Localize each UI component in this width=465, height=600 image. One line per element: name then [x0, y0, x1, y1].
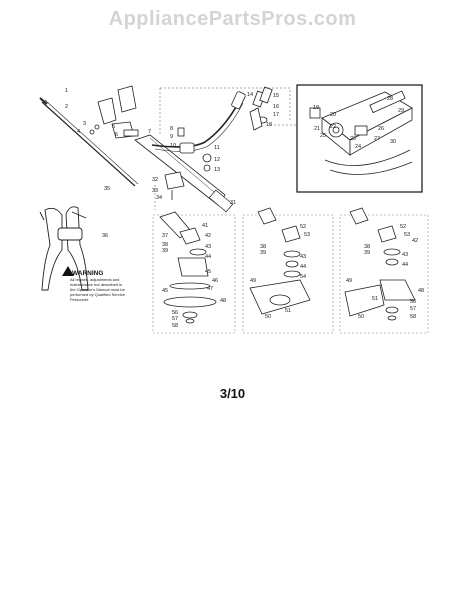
callout-4: 4 — [77, 129, 80, 135]
callout-39-right: 39 — [364, 250, 370, 256]
engine-inset — [296, 84, 423, 193]
callout-labels: 1 2 3 4 5 6 7 8 9 10 11 12 13 14 15 16 1… — [65, 88, 424, 329]
blade-panel-right — [339, 207, 429, 334]
harness — [39, 206, 89, 291]
callout-30: 30 — [390, 139, 396, 145]
callout-51-middle: 51 — [285, 308, 291, 314]
callout-20: 20 — [330, 112, 336, 118]
callout-45-left: 45 — [205, 269, 211, 275]
callout-15: 15 — [273, 93, 279, 99]
callout-52-right: 52 — [400, 224, 406, 230]
callout-56-left: 56 — [172, 310, 178, 316]
callout-38-right: 38 — [364, 244, 370, 250]
callout-44-right: 44 — [402, 262, 408, 268]
warning-title: WARNING — [72, 270, 103, 277]
callout-38-middle: 38 — [260, 244, 266, 250]
callout-35: 35 — [104, 186, 110, 192]
callout-56-right: 56 — [410, 299, 416, 305]
callout-24: 24 — [355, 144, 361, 150]
callout-48-right: 48 — [418, 288, 424, 294]
callout-53-right: 53 — [404, 232, 410, 238]
callout-54-middle: 54 — [300, 274, 306, 280]
callout-44-left: 44 — [205, 254, 211, 260]
callout-33: 33 — [152, 188, 158, 194]
callout-48-left: 48 — [220, 298, 226, 304]
callout-3: 3 — [83, 121, 86, 127]
callout-36: 36 — [102, 233, 108, 239]
callout-38-left: 38 — [162, 242, 168, 248]
callout-22: 22 — [330, 124, 336, 130]
callout-29: 29 — [398, 108, 404, 114]
warning-line-5: Personnel. — [70, 297, 89, 302]
callout-31: 31 — [230, 200, 236, 206]
callout-25: 25 — [320, 133, 326, 139]
callout-8: 8 — [170, 126, 173, 132]
drive-shaft — [39, 97, 139, 187]
throttle-parts — [249, 86, 273, 131]
callout-49-right: 49 — [346, 278, 352, 284]
grip-parts — [89, 85, 139, 139]
handle-bar — [151, 91, 246, 152]
callout-28: 28 — [387, 96, 393, 102]
callout-58-left: 58 — [172, 323, 178, 329]
callout-39-left: 39 — [162, 248, 168, 254]
warning-line-3: the Operator's Manual must be — [70, 287, 126, 292]
callout-23: 23 — [350, 136, 356, 142]
callout-17: 17 — [273, 112, 279, 118]
callout-10: 10 — [170, 143, 176, 149]
callout-27: 27 — [374, 136, 380, 142]
callout-40-left: 45 — [162, 288, 168, 294]
blade-panel-middle — [242, 207, 334, 334]
callout-50-middle: 50 — [265, 314, 271, 320]
callout-21: 21 — [314, 126, 320, 132]
page-number: 3/10 — [219, 386, 246, 401]
callout-16: 16 — [273, 104, 279, 110]
shaft-tube — [134, 134, 234, 213]
callout-26: 26 — [378, 126, 384, 132]
callout-43-middle: 43 — [300, 254, 306, 260]
callout-50-right: 50 — [358, 314, 364, 320]
callout-57-right: 57 — [410, 306, 416, 312]
callout-39-middle: 39 — [260, 250, 266, 256]
callout-34: 34 — [156, 195, 162, 201]
callout-9: 9 — [170, 134, 173, 140]
callout-42-right: 42 — [412, 238, 418, 244]
callout-43-right: 43 — [402, 252, 408, 258]
callout-13: 13 — [214, 167, 220, 173]
callout-46-left: 46 — [212, 278, 218, 284]
callout-32: 32 — [152, 177, 158, 183]
callout-58-right: 58 — [410, 314, 416, 320]
callout-47-left: 47 — [207, 286, 213, 292]
blade-panel-left — [152, 211, 236, 334]
warning-line-1: All repairs, adjustments and — [70, 277, 119, 282]
watermark-logo: AppliancePartsPros.com — [108, 8, 357, 30]
callout-1: 1 — [65, 88, 68, 94]
callout-12: 12 — [214, 157, 220, 163]
callout-7: 7 — [148, 129, 151, 135]
callout-37-left: 37 — [162, 233, 168, 239]
callout-6: 6 — [115, 132, 118, 138]
leader-lines — [154, 87, 297, 210]
callout-2: 2 — [65, 104, 68, 110]
callout-19: 19 — [313, 105, 319, 111]
callout-44-middle: 44 — [300, 264, 306, 270]
callout-53-middle: 53 — [304, 232, 310, 238]
clamp-parts — [164, 127, 212, 200]
callout-52-middle: 52 — [300, 224, 306, 230]
callout-43-left: 43 — [205, 244, 211, 250]
callout-14: 14 — [247, 92, 253, 98]
callout-5: 5 — [112, 124, 115, 130]
callout-41-left: 41 — [202, 223, 208, 229]
callout-42-left: 42 — [205, 233, 211, 239]
callout-49-middle: 49 — [250, 278, 256, 284]
callout-18: 18 — [266, 122, 272, 128]
warning-notice: WARNING All repairs, adjustments and mai… — [62, 266, 126, 302]
callout-57-left: 57 — [172, 316, 178, 322]
callout-51-right: 51 — [372, 296, 378, 302]
callout-11: 11 — [214, 145, 220, 151]
warning-line-4: performed by Qualified Service — [70, 292, 126, 297]
warning-line-2: maintenance not described in — [70, 282, 122, 287]
